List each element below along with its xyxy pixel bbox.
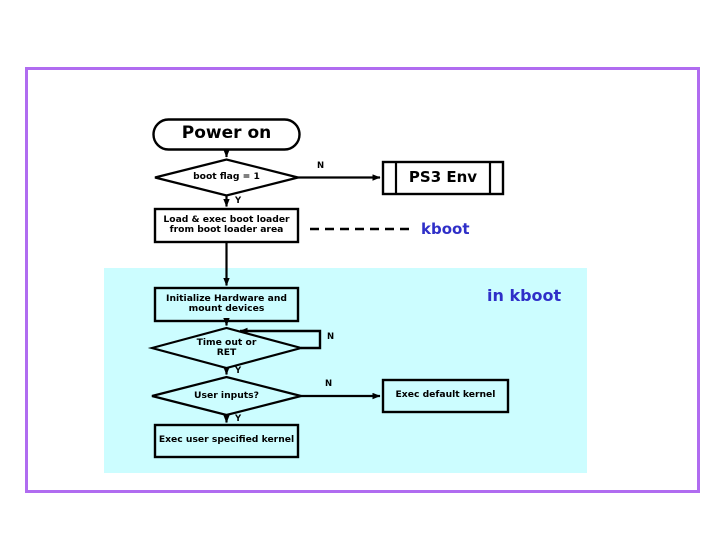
node-exec-user-specified-kernel <box>153 423 300 459</box>
node-user-inputs <box>151 375 302 417</box>
branch-label-time-out-yes: Y <box>235 366 242 376</box>
node-power-on <box>152 118 301 151</box>
branch-label-time-out-no: N <box>327 332 335 342</box>
branch-label-user-inputs-yes: Y <box>235 414 242 424</box>
slide-frame <box>25 67 700 493</box>
node-time-out-or-ret <box>147 326 306 370</box>
branch-label-user-inputs-no: N <box>325 379 333 389</box>
node-boot-flag <box>154 158 299 197</box>
branch-label-boot-flag-no: N <box>317 161 325 171</box>
node-exec-default-kernel <box>381 378 510 414</box>
node-ps3-env <box>381 160 505 196</box>
kboot-legend-label: kboot <box>421 220 470 238</box>
branch-label-boot-flag-yes: Y <box>235 196 242 206</box>
connector-time-out-no-loopback <box>239 327 322 350</box>
in-kboot-label: in kboot <box>487 286 562 305</box>
node-initialize-hardware <box>153 286 300 323</box>
node-load-exec-boot-loader <box>153 207 300 244</box>
